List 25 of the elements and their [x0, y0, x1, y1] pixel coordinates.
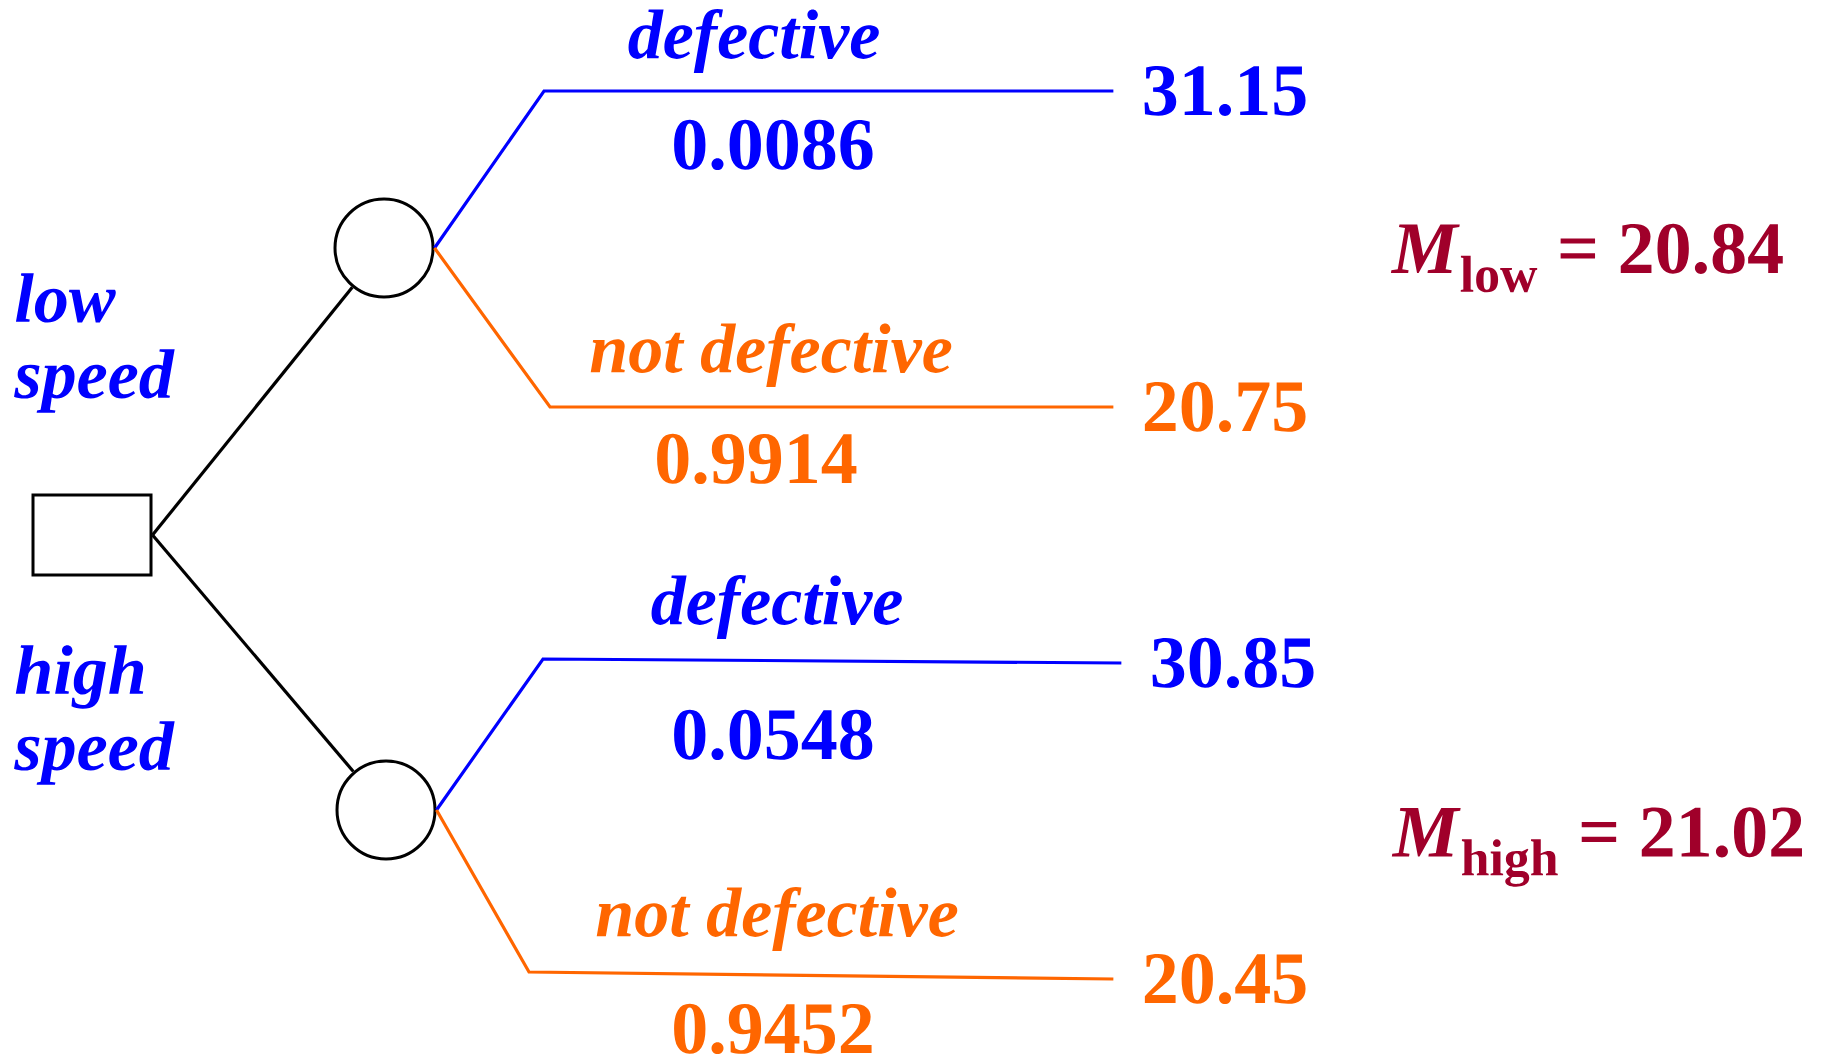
outcome-value: 30.85	[1152, 637, 1314, 689]
probability-label: 0.0086	[674, 119, 873, 171]
branch-line	[151, 533, 355, 773]
branch-line	[433, 89, 1114, 249]
branch-line	[435, 657, 1122, 811]
expected-value-label: M$_{high}$ = 21.02	[1391, 807, 1802, 887]
probability-label: 0.9452	[674, 1003, 872, 1055]
edge-label: not defective	[596, 886, 958, 952]
branch-line	[433, 247, 1114, 409]
edge-label: not defective	[590, 322, 952, 388]
probability-label: 0.9914	[657, 433, 857, 485]
outcome-value: 20.45	[1144, 953, 1306, 1005]
branch-line	[151, 286, 354, 536]
edge-label: defective	[651, 574, 902, 640]
outcome-value: 31.15	[1144, 65, 1306, 116]
outcome-value: 20.75	[1144, 381, 1306, 433]
chance-circle	[333, 197, 435, 299]
decision-box	[31, 493, 153, 577]
edge-label: high speed	[14, 645, 175, 785]
branch-line	[435, 809, 1114, 981]
chance-circle	[335, 759, 437, 861]
edge-label: low speed	[14, 273, 175, 413]
probability-label: 0.0548	[674, 709, 873, 761]
expected-value-label: M$_{low}$ = 20.84	[1390, 223, 1783, 293]
edge-label: defective	[628, 8, 879, 74]
